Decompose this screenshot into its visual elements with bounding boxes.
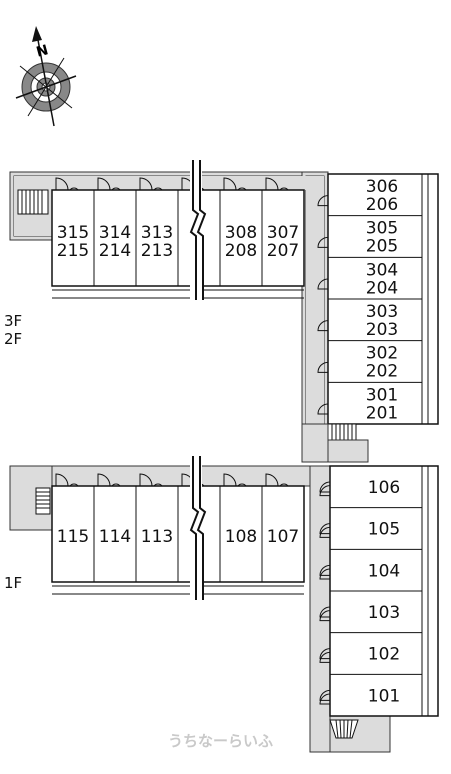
compass-north-label: N (35, 42, 50, 60)
unit-label: 101 (368, 686, 400, 706)
unit-label: 306 (366, 177, 398, 197)
unit-label: 302 (366, 344, 398, 364)
door-icon (55, 473, 69, 487)
stairs-icon (329, 719, 359, 739)
door-icon (317, 278, 329, 290)
door-icon (317, 236, 329, 248)
unit-label: 213 (141, 241, 173, 261)
unit-label: 314 (99, 223, 131, 243)
unit-label: 303 (366, 302, 398, 322)
unit-label: 305 (366, 219, 398, 239)
compass-rose-icon: N (15, 26, 77, 127)
door-icon (265, 473, 279, 487)
floor-label-1f: 1F (4, 574, 22, 592)
unit-label: 205 (366, 237, 398, 257)
window-icon (279, 483, 289, 487)
stairs-icon (327, 423, 357, 441)
door-icon (319, 564, 331, 576)
unit-label: 215 (57, 241, 89, 261)
door-icon (265, 177, 279, 191)
door-icon (139, 177, 153, 191)
stairs-icon (35, 487, 51, 515)
door-icon (317, 361, 329, 373)
window-icon (111, 187, 121, 191)
door-icon (223, 473, 237, 487)
door-icon (319, 606, 331, 618)
door-icon (319, 693, 331, 705)
window-icon (153, 483, 163, 487)
stairs-icon (17, 189, 49, 215)
door-icon (55, 177, 69, 191)
floor-label-3f: 3F (4, 312, 22, 330)
unit-label: 301 (366, 385, 398, 405)
unit-label: 214 (99, 241, 131, 261)
watermark-text: うちなーらいふ (168, 732, 273, 750)
window-icon (279, 187, 289, 191)
window-icon (153, 187, 163, 191)
unit-label: 107 (267, 527, 299, 547)
unit-label: 106 (368, 478, 400, 498)
unit-label: 115 (57, 527, 89, 547)
window-icon (237, 187, 247, 191)
floor-label-2f: 2F (4, 330, 22, 348)
door-icon (139, 473, 153, 487)
door-icon (319, 651, 331, 663)
unit-label: 203 (366, 320, 398, 340)
unit-label: 114 (99, 527, 131, 547)
unit-label: 102 (368, 645, 400, 665)
door-icon (319, 689, 331, 701)
unit-label: 208 (225, 241, 257, 261)
unit-label: 201 (366, 403, 398, 423)
unit-label: 304 (366, 260, 398, 280)
unit-label: 108 (225, 527, 257, 547)
unit-label: 104 (368, 561, 400, 581)
unit-label: 204 (366, 278, 398, 298)
door-icon (319, 523, 331, 535)
window-icon (237, 483, 247, 487)
window-icon (69, 187, 79, 191)
unit-label: 308 (225, 223, 257, 243)
unit-label: 307 (267, 223, 299, 243)
ground-floor-plan: 115 114 113 108 107 106 105 104 103 102 101 1F (4, 456, 439, 753)
door-icon (319, 481, 331, 493)
unit-label: 105 (368, 520, 400, 540)
door-icon (319, 485, 331, 497)
door-icon (319, 648, 331, 660)
unit-label: 315 (57, 223, 89, 243)
door-icon (319, 568, 331, 580)
window-icon (111, 483, 121, 487)
door-icon (317, 320, 329, 332)
unit-label: 202 (366, 362, 398, 382)
door-icon (319, 526, 331, 538)
unit-label: 313 (141, 223, 173, 243)
door-icon (97, 473, 111, 487)
window-icon (69, 483, 79, 487)
door-icon (97, 177, 111, 191)
door-icon (223, 177, 237, 191)
door-icon (317, 403, 329, 415)
door-icon (319, 610, 331, 622)
door-icon (317, 195, 329, 207)
unit-label: 103 (368, 603, 400, 623)
unit-label: 206 (366, 195, 398, 215)
unit-label: 207 (267, 241, 299, 261)
unit-label: 113 (141, 527, 173, 547)
